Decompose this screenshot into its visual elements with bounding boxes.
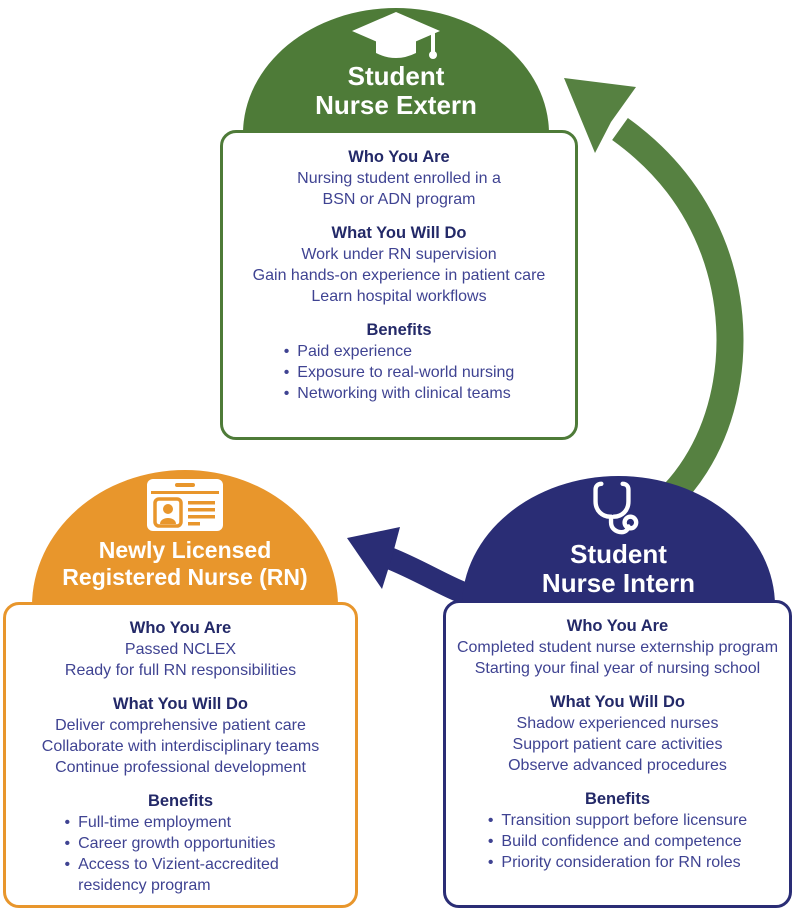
list-item: • Networking with clinical teams <box>284 383 515 404</box>
intern-title-line1: Student <box>570 539 667 569</box>
intern-title: Student Nurse Intern <box>462 540 775 598</box>
benefit-text: Build confidence and competence <box>501 833 742 850</box>
text-line: Nursing student enrolled in a <box>297 170 501 187</box>
list-item: • Transition support before licensure <box>488 810 747 831</box>
graduation-cap-icon <box>352 12 440 59</box>
text-line: Deliver comprehensive patient care <box>55 717 306 734</box>
bullet-glyph: • <box>64 814 71 831</box>
benefit-text: Full-time employment <box>78 814 232 831</box>
benefits-list: • Transition support before licensure • Bu… <box>488 810 747 873</box>
section-heading: Benefits <box>366 321 432 339</box>
text-line: Ready for full RN responsibilities <box>64 662 297 679</box>
extern-card: Who You Are Nursing student enrolled in … <box>220 130 578 440</box>
list-item: • Priority consideration for RN roles <box>488 852 747 873</box>
section-heading: What You Will Do <box>550 693 685 711</box>
benefit-text: Transition support before licensure <box>501 812 748 829</box>
text-line: Passed NCLEX <box>124 641 237 658</box>
bullet-glyph: • <box>64 835 71 852</box>
benefit-text: Career growth opportunities <box>78 835 276 852</box>
intern-what-section: What You Will Do Shadow experienced nurs… <box>452 692 783 776</box>
text-line: BSN or ADN program <box>322 191 476 208</box>
section-heading: Benefits <box>584 790 651 808</box>
intern-benefits-section: Benefits • Transition support before lice… <box>452 789 783 873</box>
green-curved-arrow <box>564 78 744 527</box>
list-item: • Full-time employment <box>65 812 297 833</box>
list-item: • Career growth opportunities <box>65 833 297 854</box>
extern-benefits-section: Benefits • Paid experience • Exposure to r… <box>233 320 565 404</box>
text-line: Completed student nurse externship progr… <box>456 639 779 656</box>
extern-title-line1: Student <box>347 61 445 91</box>
benefit-text: Priority consideration for RN roles <box>501 854 741 871</box>
text-line: Work under RN supervision <box>301 246 497 263</box>
section-heading: Who You Are <box>348 148 450 166</box>
extern-what-section: What You Will Do Work under RN supervisi… <box>233 223 565 307</box>
text-line: Learn hospital workflows <box>311 288 487 305</box>
extern-title-line2: Nurse Extern <box>315 90 477 120</box>
list-item: • Build confidence and competence <box>488 831 747 852</box>
stethoscope-icon <box>593 481 639 535</box>
text-line: Gain hands-on experience in patient care <box>252 267 546 284</box>
text-line: Collaborate with interdisciplinary teams <box>41 738 320 755</box>
benefit-text: Access to Vizient-accredited residency p… <box>78 856 279 894</box>
rn-who-section: Who You Are Passed NCLEX Ready for full … <box>14 618 347 681</box>
rn-title-line2: Registered Nurse (RN) <box>62 564 308 590</box>
text-line: Observe advanced procedures <box>508 757 727 774</box>
id-badge-icon <box>147 479 223 531</box>
benefit-text: Paid experience <box>297 343 413 360</box>
rn-benefits-section: Benefits • Full-time employment • Career g… <box>14 791 347 896</box>
extern-who-section: Who You Are Nursing student enrolled in … <box>233 147 565 210</box>
list-item: • Exposure to real-world nursing <box>284 362 515 383</box>
section-heading: What You Will Do <box>113 695 248 713</box>
bullet-glyph: • <box>487 812 494 829</box>
benefits-list: • Paid experience • Exposure to real-world… <box>284 341 515 404</box>
rn-what-section: What You Will Do Deliver comprehensive p… <box>14 694 347 778</box>
text-line: Continue professional development <box>55 759 306 776</box>
section-heading: Who You Are <box>129 619 232 637</box>
bullet-glyph: • <box>64 856 71 873</box>
section-heading: What You Will Do <box>331 224 467 242</box>
list-item: • Paid experience <box>284 341 515 362</box>
text-line: Support patient care activities <box>512 736 723 753</box>
bullet-glyph: • <box>283 364 290 381</box>
rn-title: Newly Licensed Registered Nurse (RN) <box>12 537 358 591</box>
bullet-glyph: • <box>487 854 494 871</box>
extern-title: Student Nurse Extern <box>243 62 549 120</box>
benefit-text: Networking with clinical teams <box>297 385 511 402</box>
list-item: • Access to Vizient-accredited residency … <box>65 854 297 896</box>
text-line: Shadow experienced nurses <box>516 715 719 732</box>
intern-title-line2: Nurse Intern <box>541 568 696 598</box>
rn-title-line1: Newly Licensed <box>98 537 272 563</box>
benefit-text: Exposure to real-world nursing <box>297 364 515 381</box>
section-heading: Benefits <box>147 792 214 810</box>
bullet-glyph: • <box>283 343 290 360</box>
text-line: Starting your final year of nursing scho… <box>474 660 761 677</box>
rn-card: Who You Are Passed NCLEX Ready for full … <box>3 602 358 908</box>
section-heading: Who You Are <box>566 617 669 635</box>
bullet-glyph: • <box>283 385 290 402</box>
bullet-glyph: • <box>487 833 494 850</box>
benefits-list: • Full-time employment • Career growth opp… <box>65 812 297 896</box>
intern-who-section: Who You Are Completed student nurse exte… <box>452 616 783 679</box>
intern-card: Who You Are Completed student nurse exte… <box>443 600 792 908</box>
